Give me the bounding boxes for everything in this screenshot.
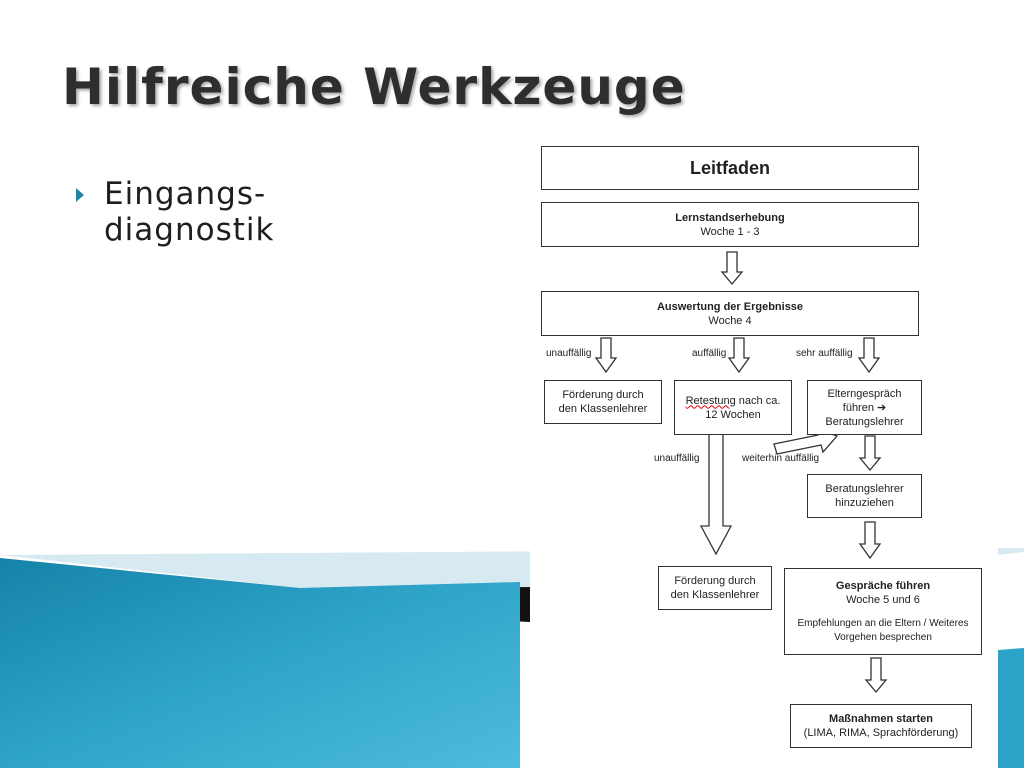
foerderung-text-2: Förderung durch den Klassenlehrer [670,575,760,601]
bullet-text: Eingangs- diagnostik [104,176,275,248]
label-unauffaellig-2: unauffällig [654,453,700,464]
retestung-rest: nach ca. 12 Wochen [705,394,781,421]
arrow-down-sehr-auffaellig [857,337,881,374]
foerderung-box-2: Förderung durch den Klassenlehrer [658,566,772,610]
lernstand-sub: Woche 1 - 3 [700,225,760,238]
arrow-down-eltern [858,435,882,472]
label-auffaellig: auffällig [692,348,727,359]
gespraeche-detail: Empfehlungen an die Eltern / Weiteres Vo… [797,617,969,643]
massnahmen-title: Maßnahmen starten [829,713,933,725]
bullet-item: Eingangs- diagnostik [76,176,274,248]
flowchart-arrows [594,251,888,694]
auswertung-title: Auswertung der Ergebnisse [656,300,804,313]
arrow-down-long [699,433,733,556]
gespraeche-title: Gespräche führen [835,579,931,592]
massnahmen-box: Maßnahmen starten (LIMA, RIMA, Sprachför… [790,704,972,748]
label-sehr-auffaellig: sehr auffällig [796,348,853,359]
label-unauffaellig: unauffällig [546,348,592,359]
bullet-triangle-icon [76,188,84,202]
beratung-box: Beratungslehrer hinzuziehen [807,474,922,518]
auswertung-box: Auswertung der Ergebnisse Woche 4 [541,291,919,336]
teal-right-strip [998,648,1024,768]
foerderung-text-1: Förderung durch den Klassenlehrer [558,389,648,415]
retestung-word: Retestung [685,394,736,407]
arrow-down-unauffaellig [594,337,618,374]
gespraeche-sub: Woche 5 und 6 [846,593,920,606]
gespraeche-box: Gespräche führen Woche 5 und 6 Empfehlun… [784,568,982,655]
arrow-down-gespraeche [864,657,888,694]
massnahmen-sub: (LIMA, RIMA, Sprachförderung) [803,727,959,739]
flowchart: Leitfaden Lernstandserhebung Woche 1 - 3… [530,140,998,768]
teal-wave [0,558,520,768]
elterngespraech-box: Elterngespräch führen ➔ Beratungslehrer [807,380,922,435]
leitfaden-header-text: Leitfaden [689,158,770,178]
retestung-text: Retestung nach ca. 12 Wochen [686,394,781,422]
retestung-box: Retestung nach ca. 12 Wochen [674,380,792,435]
arrow-down-auffaellig [727,337,751,374]
lernstand-box: Lernstandserhebung Woche 1 - 3 [541,202,919,247]
lernstand-title: Lernstandserhebung [675,211,785,224]
label-weiterhin-auffaellig: weiterhin auffällig [742,453,820,464]
leitfaden-header: Leitfaden [541,146,919,190]
slide-title: Hilfreiche Werkzeuge [62,58,686,116]
foerderung-box-1: Förderung durch den Klassenlehrer [544,380,662,424]
arrow-down-1 [720,251,744,286]
arrow-down-beratung [858,521,882,560]
beratung-text: Beratungslehrer hinzuziehen [825,483,904,509]
elterngespraech-text: Elterngespräch führen ➔ Beratungslehrer [825,387,904,428]
auswertung-sub: Woche 4 [708,314,752,327]
